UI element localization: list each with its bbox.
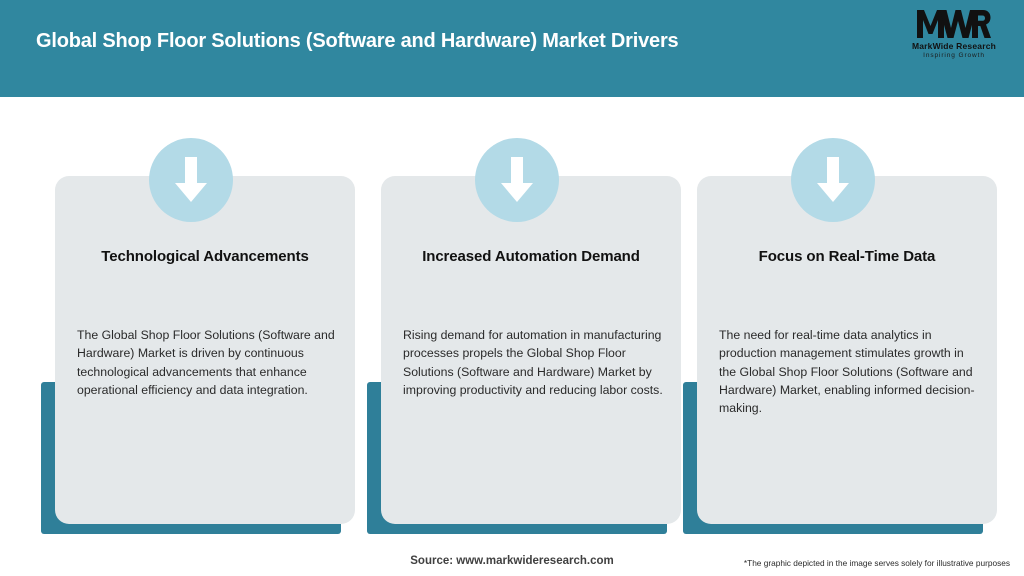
- header-bar: Global Shop Floor Solutions (Software an…: [0, 0, 1024, 97]
- source-label: Source: www.markwideresearch.com: [410, 555, 614, 567]
- logo-company-name: MarkWide Research: [911, 41, 997, 51]
- driver-card: Focus on Real-Time Data The need for rea…: [683, 138, 997, 536]
- card-title: Increased Automation Demand: [422, 248, 640, 265]
- arrow-down-icon: [791, 138, 875, 222]
- brand-logo: MarkWide Research Inspiring Growth: [902, 8, 1006, 64]
- arrow-down-icon: [149, 138, 233, 222]
- card-face: [55, 176, 355, 524]
- driver-card: Technological Advancements The Global Sh…: [41, 138, 355, 536]
- logo-tagline: Inspiring Growth: [923, 52, 985, 59]
- card-body-text: The Global Shop Floor Solutions (Softwar…: [77, 328, 335, 397]
- logo-mark-icon: [902, 8, 1006, 40]
- card-face: [381, 176, 681, 524]
- arrow-down-icon: [475, 138, 559, 222]
- card-body-text: Rising demand for automation in manufact…: [403, 328, 663, 397]
- disclaimer-note: *The graphic depicted in the image serve…: [743, 558, 1010, 568]
- card-body-text: The need for real-time data analytics in…: [719, 328, 975, 416]
- card-face: [697, 176, 997, 524]
- card-title: Focus on Real-Time Data: [758, 248, 936, 265]
- page-title: Global Shop Floor Solutions (Software an…: [36, 30, 679, 52]
- driver-card: Increased Automation Demand Rising deman…: [367, 138, 681, 536]
- card-title: Technological Advancements: [101, 248, 309, 265]
